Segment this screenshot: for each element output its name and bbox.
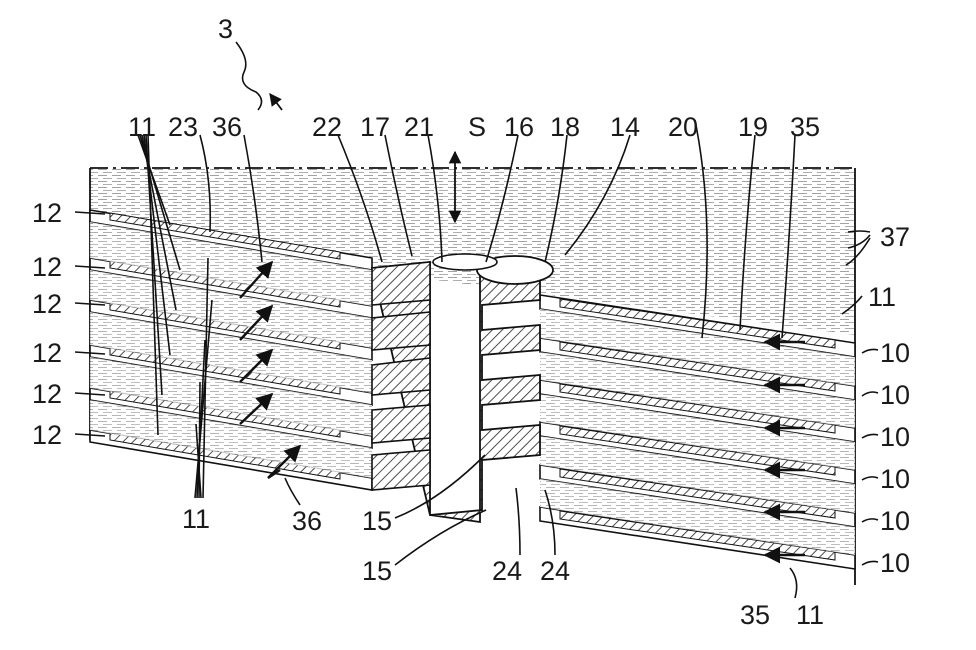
label-ref-12: 12	[32, 289, 62, 319]
label-ref-36-bottom: 36	[292, 506, 322, 536]
label-ref-37: 37	[880, 222, 910, 252]
label-ref-11-bottom: 11	[182, 504, 210, 534]
label-ref-10: 10	[880, 506, 910, 536]
label-ref-10: 10	[880, 548, 910, 578]
top-label: 23	[168, 112, 198, 142]
top-label: 19	[738, 112, 768, 142]
top-label: 11	[128, 112, 156, 142]
top-label: 36	[212, 112, 242, 142]
top-label: 14	[610, 112, 640, 142]
label-ref-11-right: 11	[868, 282, 896, 312]
label-ref-12: 12	[32, 338, 62, 368]
label-ref-10: 10	[880, 422, 910, 452]
label-ref-15: 15	[362, 556, 392, 586]
central-pin	[372, 254, 553, 522]
label-ref-10: 10	[880, 338, 910, 368]
label-ref-24: 24	[492, 556, 522, 586]
top-label: 35	[790, 112, 820, 142]
label-ref-12: 12	[32, 379, 62, 409]
label-ref-15: 15	[362, 506, 392, 536]
label-ref-10: 10	[880, 464, 910, 494]
label-ref-24: 24	[540, 556, 570, 586]
label-ref-12: 12	[32, 420, 62, 450]
label-ref-10: 10	[880, 380, 910, 410]
label-ref-35-bottom: 35	[740, 600, 770, 630]
top-label: 21	[404, 112, 434, 142]
top-label: 22	[312, 112, 342, 142]
label-ref-12: 12	[32, 252, 62, 282]
label-ref-12: 12	[32, 198, 62, 228]
top-label: 18	[550, 112, 580, 142]
label-ref-3: 3	[218, 14, 233, 44]
label-ref-s: S	[468, 112, 486, 142]
top-label: 20	[668, 112, 698, 142]
top-label: 17	[360, 112, 390, 142]
top-label: 16	[504, 112, 534, 142]
label-ref-11-bottom-right: 11	[796, 600, 824, 630]
